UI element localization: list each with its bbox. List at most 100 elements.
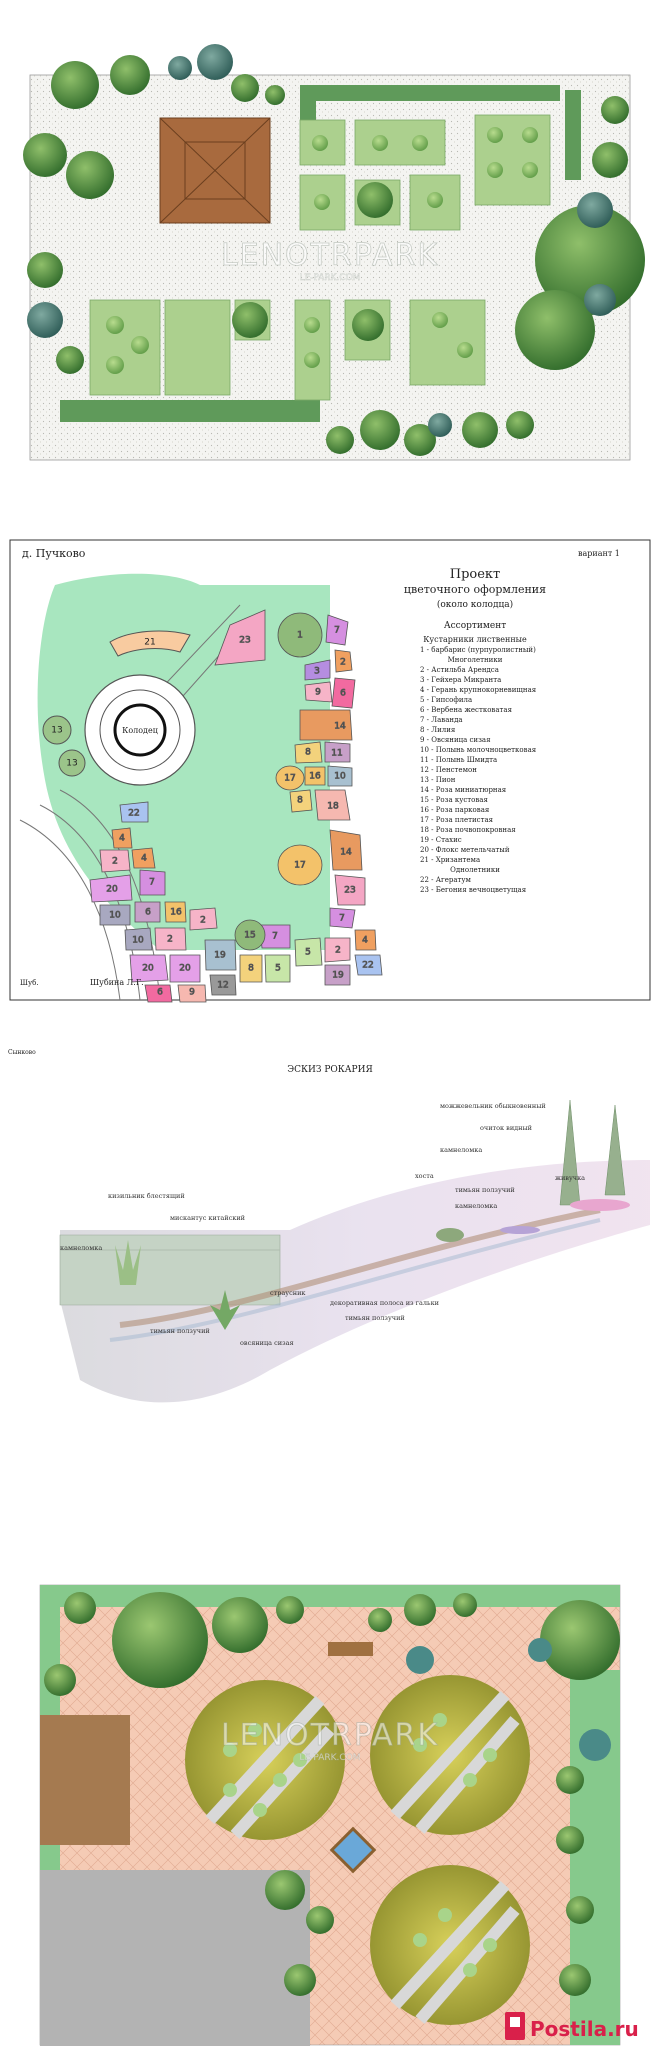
watermark-main: LENOTRPARK [221, 238, 439, 273]
plant-label: тимьян ползучий [455, 1186, 515, 1194]
watermark-sub: LE-PARK.COM [299, 273, 360, 283]
svg-text:7: 7 [334, 626, 340, 636]
legend-item: 8 - Лилия [420, 726, 456, 734]
plant-label: тимьян ползучий [150, 1327, 210, 1335]
svg-text:23: 23 [344, 886, 355, 896]
svg-text:6: 6 [340, 689, 346, 699]
svg-text:16: 16 [309, 772, 321, 782]
garden-plan-tiled: LENOTRPARK LE-PARK.COM Postila.ru [0, 1580, 660, 2066]
plant-label: камнеломка [60, 1244, 102, 1252]
plant-label: декоративная полоса из гальки [330, 1299, 439, 1307]
legend-item: 13 - Пион [420, 776, 456, 784]
plant-label: камнеломка [440, 1146, 482, 1154]
svg-text:7: 7 [339, 914, 345, 924]
svg-text:5: 5 [305, 948, 311, 958]
legend-item: 18 - Роза почвопокровная [420, 826, 516, 834]
legend-item: 16 - Роза парковая [420, 806, 490, 814]
svg-text:17: 17 [284, 774, 295, 784]
legend-item: 1 - барбарис (пурпуролистный) [420, 646, 536, 654]
assortment-heading: Ассортимент [444, 621, 506, 631]
svg-text:14: 14 [340, 848, 352, 858]
watermark-sub-2: LE-PARK.COM [299, 1753, 360, 1763]
border-trees [23, 55, 645, 456]
svg-text:19: 19 [332, 971, 344, 981]
location-label: д. Пучково [22, 547, 86, 560]
lawn-beds [89, 114, 551, 401]
svg-text:14: 14 [334, 722, 346, 732]
svg-text:7: 7 [149, 878, 155, 888]
shrubs-heading: Кустарники лиственные [423, 635, 527, 644]
sketch-corner-label: Сынково [8, 1049, 36, 1056]
legend-item: 11 - Полынь Шмидта [420, 756, 497, 764]
plant-label: хоста [415, 1172, 434, 1180]
project-subtitle: цветочного оформления [404, 583, 546, 596]
sketch-title: ЭСКИЗ РОКАРИЯ [287, 1065, 372, 1075]
legend-item: 5 - Гипсофила [420, 696, 472, 704]
small-pond [329, 1826, 377, 1874]
svg-text:12: 12 [217, 981, 228, 991]
legend-item: 19 - Стахис [420, 836, 462, 844]
site-logo-text[interactable]: Postila.ru [530, 2017, 639, 2041]
svg-text:20: 20 [106, 885, 118, 895]
legend-item: 9 - Овсяница сизая [420, 736, 491, 744]
project-subtitle-2: (около колодца) [437, 599, 513, 610]
plant-label: очиток видный [480, 1124, 532, 1132]
well: Колодец [84, 674, 196, 786]
well-label: Колодец [122, 726, 158, 735]
svg-text:7: 7 [272, 932, 278, 942]
project-title: Проект [450, 567, 501, 582]
svg-text:10: 10 [132, 936, 144, 946]
flower-project-drawing: д. Пучково вариант 1 Колодец 13 13 21 23… [0, 530, 660, 1010]
plant-label: живучка [555, 1174, 585, 1182]
round-beds [185, 1675, 530, 2025]
svg-text:4: 4 [141, 854, 147, 864]
plant-label: камнеломка [455, 1202, 497, 1210]
legend-item: 12 - Пенстемон [420, 766, 477, 774]
legend-item: 3 - Гейхера Микранта [420, 676, 501, 684]
svg-text:20: 20 [179, 964, 191, 974]
svg-text:8: 8 [297, 796, 303, 806]
plant-label: можжевельник обыкновенный [440, 1102, 546, 1110]
rockery-terrain [60, 1160, 650, 1403]
svg-text:21: 21 [144, 638, 155, 648]
flower-border-arc: 22 4 4 2 20 7 10 6 16 2 10 2 20 20 19 6 … [89, 801, 266, 1003]
svg-text:1: 1 [297, 631, 303, 641]
perennials-heading: Многолетники [448, 656, 503, 664]
legend-item: 20 - Флокс метельчатый [420, 846, 510, 854]
flower-border: 23 1 7 3 2 9 6 14 8 11 17 16 10 8 18 14 … [214, 609, 383, 986]
svg-text:22: 22 [128, 809, 139, 819]
svg-text:8: 8 [248, 964, 254, 974]
pavilion [159, 117, 271, 224]
garden-plan-geometric: LENOTRPARK LE-PARK.COM [0, 0, 660, 480]
legend-item: 2 - Астильба Арендса [420, 666, 499, 674]
svg-text:5: 5 [275, 964, 281, 974]
plant-label: тимьян ползучий [345, 1314, 405, 1322]
svg-text:10: 10 [109, 911, 121, 921]
svg-text:6: 6 [145, 908, 151, 918]
legend-item: 17 - Роза плетистая [420, 816, 494, 824]
legend-item: 10 - Полынь молочноцветковая [420, 746, 537, 754]
svg-text:6: 6 [157, 988, 163, 998]
legend-item: 22 - Агератум [420, 876, 471, 884]
svg-text:9: 9 [189, 988, 195, 998]
plant-labels: можжевельник обыкновенный очиток видный ка… [60, 1102, 585, 1347]
svg-text:19: 19 [214, 951, 226, 961]
plant-label: кизильник блестящий [108, 1192, 185, 1200]
svg-text:18: 18 [327, 802, 339, 812]
svg-text:16: 16 [170, 908, 182, 918]
svg-text:17: 17 [294, 861, 305, 871]
legend-item: 7 - Лаванда [420, 716, 463, 724]
svg-text:2: 2 [200, 916, 206, 926]
svg-text:4: 4 [362, 936, 368, 946]
svg-text:13: 13 [51, 726, 62, 736]
wooden-deck [40, 1715, 130, 1845]
svg-text:15: 15 [244, 931, 255, 941]
border-trees [44, 1592, 620, 1996]
variant-label: вариант 1 [578, 549, 620, 558]
plant-label: овсяница сизая [240, 1339, 294, 1347]
legend-item: 23 - Бегония вечноцветущая [420, 886, 527, 894]
svg-text:8: 8 [305, 748, 311, 758]
plant-label: страусник [270, 1289, 305, 1297]
site-logo[interactable]: Postila.ru [505, 2012, 639, 2041]
watermark-main-2: LENOTRPARK [221, 1718, 439, 1753]
